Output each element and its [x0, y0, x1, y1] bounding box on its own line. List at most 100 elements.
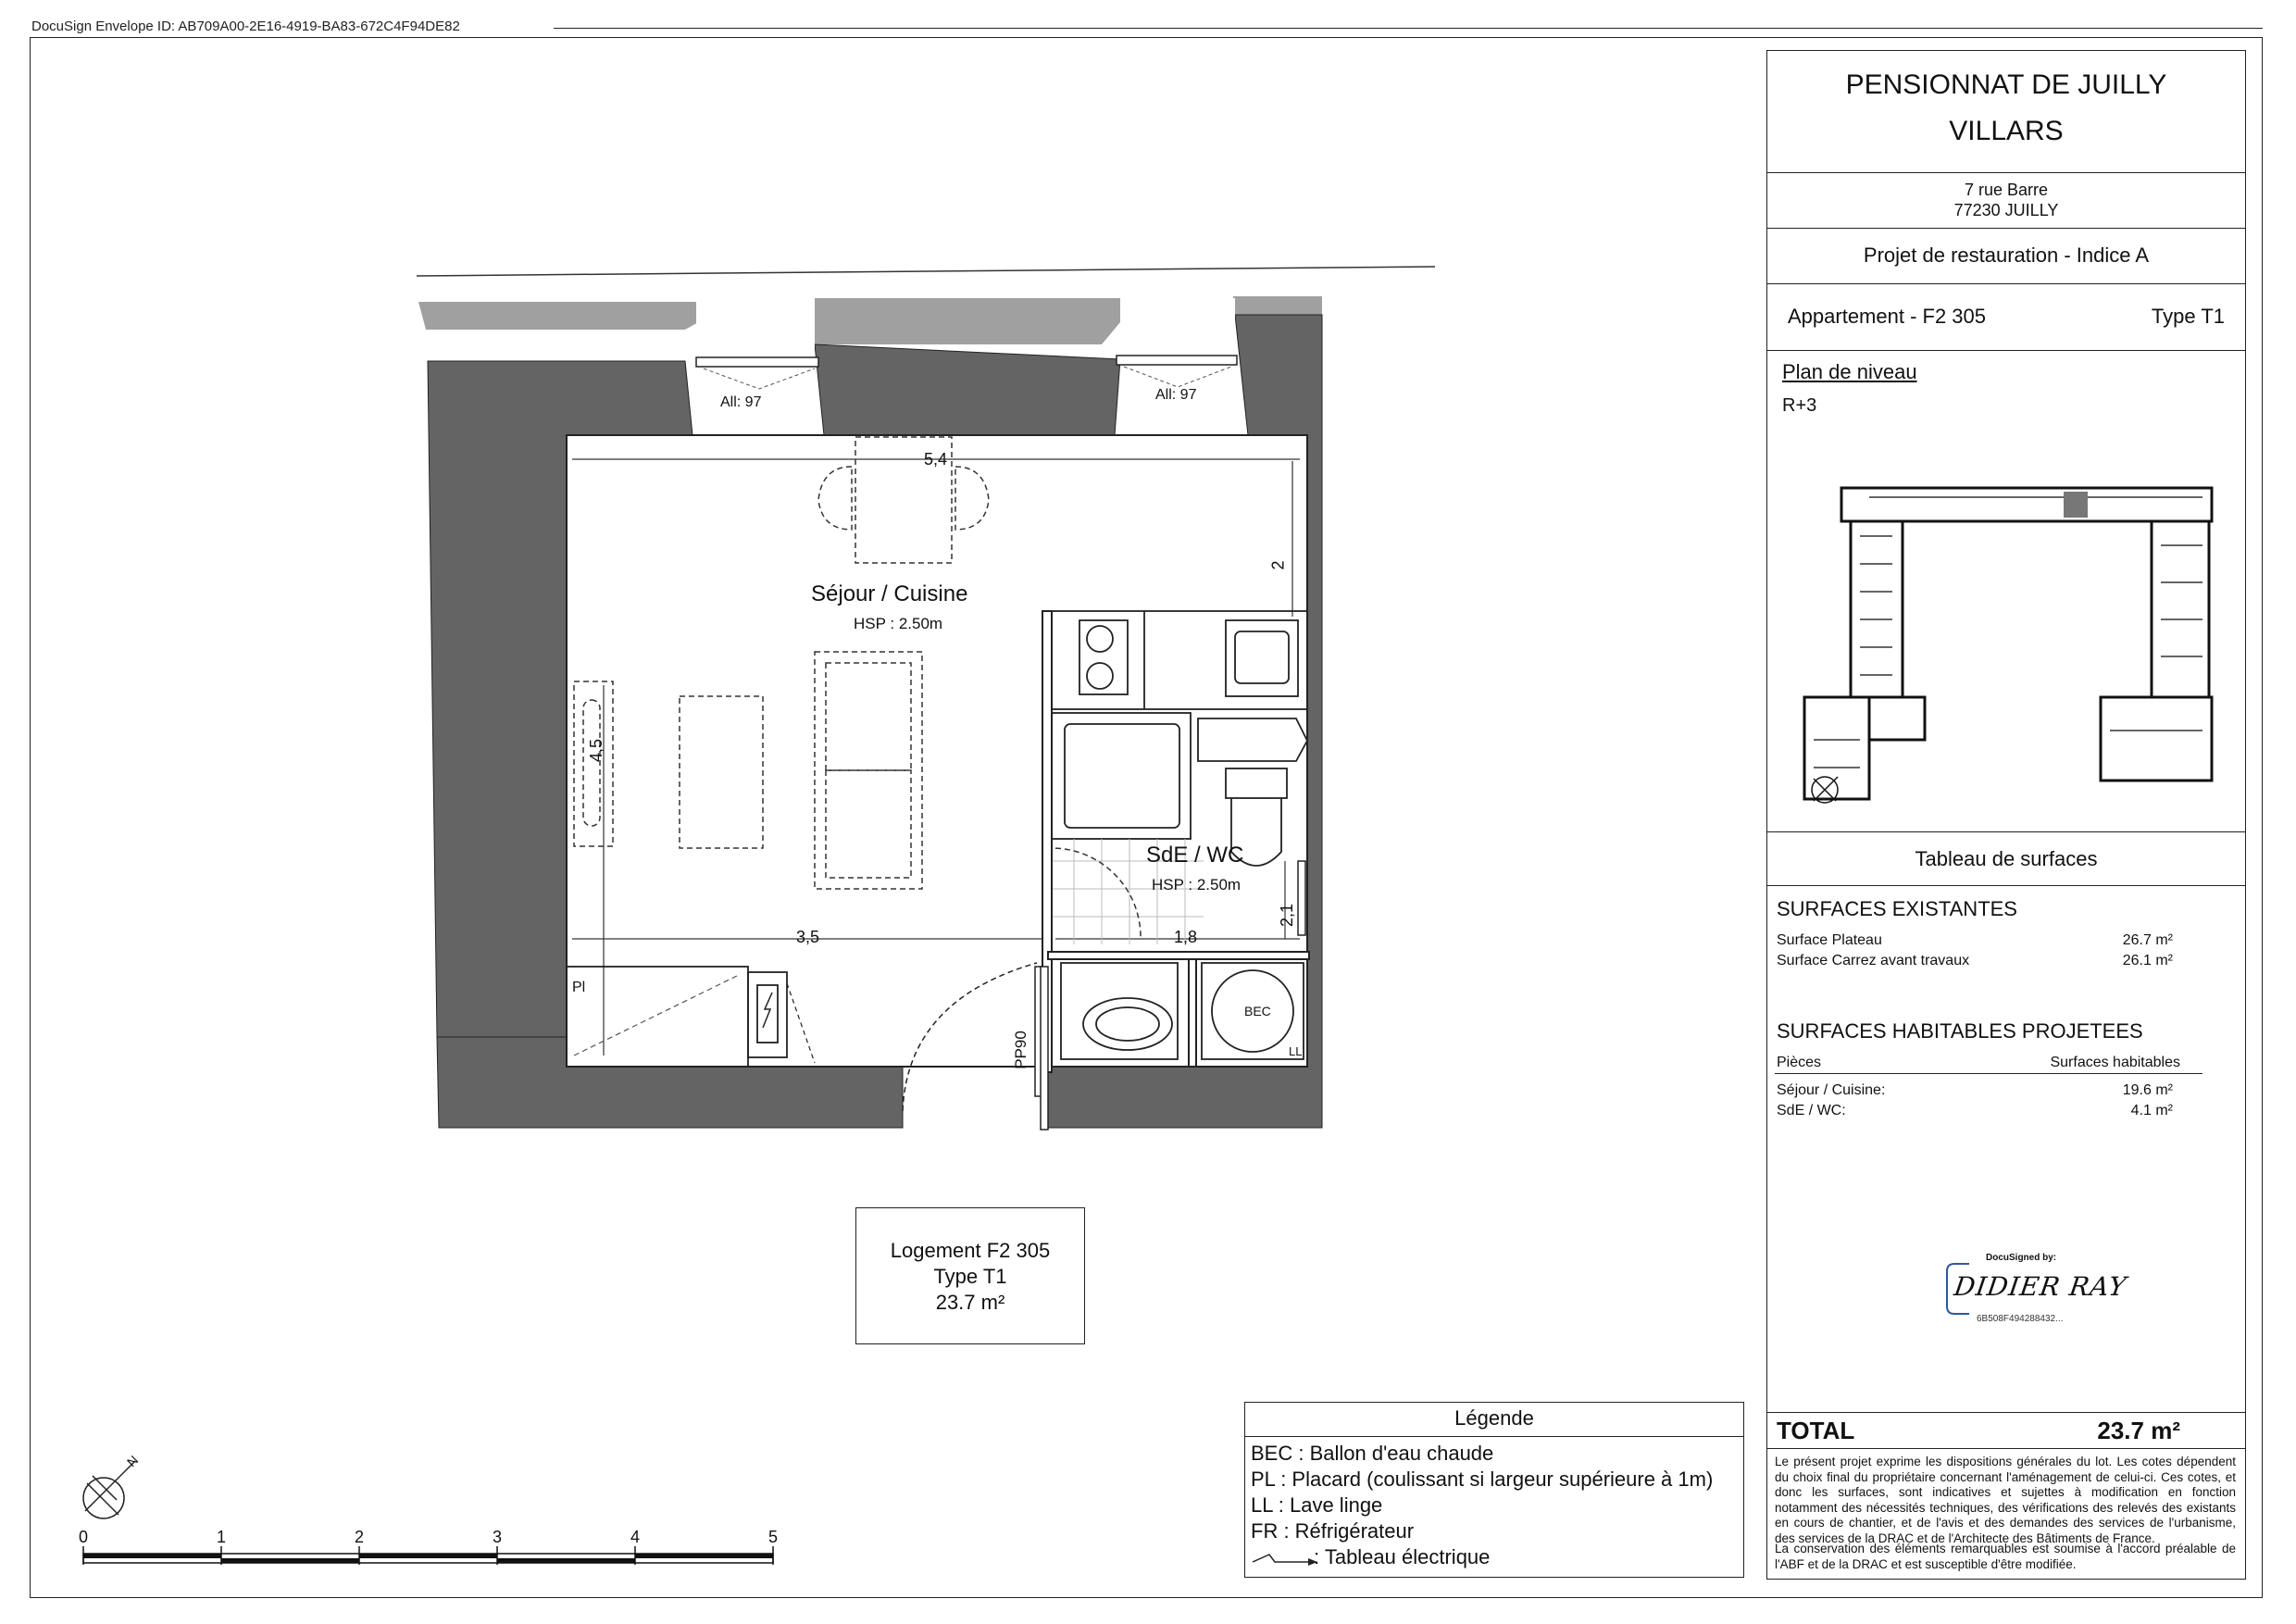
projected-row-value: 19.6 m²	[2122, 1082, 2173, 1098]
electrical-panel	[747, 971, 816, 1064]
entrance-door	[902, 962, 1049, 1131]
key-plan	[1803, 486, 2214, 804]
scale-tick-label: 4	[630, 1528, 641, 1546]
closet	[566, 966, 749, 1068]
room-sejour-hsp: HSP : 2.50m	[854, 615, 943, 632]
placard-label: Pl	[572, 980, 586, 995]
existing-row-value: 26.7 m²	[2122, 932, 2173, 948]
scale-tick-label: 2	[355, 1528, 365, 1546]
legend-item: LL : Lave linge	[1251, 1493, 1383, 1517]
surfaces-table-title: Tableau de surfaces	[1915, 847, 2098, 870]
water-heater	[1201, 962, 1304, 1060]
dimension-bottom-right: 1,8	[1174, 928, 1198, 946]
total-cell: TOTAL 23.7 m²	[1767, 1412, 2245, 1449]
top-border-line	[554, 28, 2263, 29]
title-block: PENSIONNAT DE JUILLY VILLARS 7 rue Barre…	[1766, 50, 2246, 1580]
total-value: 23.7 m²	[2097, 1417, 2180, 1444]
dimension-bottom-left: 3,5	[796, 928, 820, 946]
signature-header: DocuSigned by:	[1986, 1253, 2057, 1263]
sofa	[814, 651, 923, 890]
address-line1: 7 rue Barre	[1964, 181, 2049, 199]
partitions	[1042, 610, 1310, 1073]
unit-name: Logement F2 305	[890, 1239, 1051, 1262]
window-allege-right: All: 97	[1155, 387, 1197, 403]
dimension-lines	[572, 458, 1300, 1056]
coffee-table	[679, 695, 764, 849]
level-label: R+3	[1782, 395, 1817, 416]
existing-heading: SURFACES EXISTANTES	[1777, 897, 2017, 920]
project-title-line1: PENSIONNAT DE JUILLY	[1845, 69, 2167, 100]
key-plan-highlight	[2064, 492, 2088, 518]
room-sde-hsp: HSP : 2.50m	[1152, 876, 1242, 893]
apartment-ref: Appartement - F2 305	[1788, 305, 1987, 328]
scale-tick-label: 5	[768, 1528, 779, 1546]
legend-item: FR : Réfrigérateur	[1251, 1519, 1415, 1543]
table-divider	[1775, 1073, 2202, 1074]
room-sde-name: SdE / WC	[1146, 843, 1244, 868]
surfaces-table: SURFACES EXISTANTES Surface Plateau 26.7…	[1767, 886, 2245, 1412]
project-phase: Projet de restauration - Indice A	[1863, 244, 2150, 267]
projected-row-value: 4.1 m²	[2130, 1103, 2173, 1118]
scale-and-north: N 0 1 2 3 4 5	[74, 1444, 796, 1593]
window-right	[1116, 298, 1238, 388]
address-cell: 7 rue Barre 77230 JUILLY	[1767, 173, 2245, 229]
room-outline	[566, 434, 1308, 1068]
kitchen-counter	[1051, 610, 1308, 710]
level-plan-cell: Plan de niveau R+3	[1767, 351, 2245, 832]
door-width-label: PP90	[1011, 1031, 1029, 1069]
ll-label: LL	[1289, 1044, 1303, 1058]
signature-code: 6B508F494288432...	[1977, 1314, 2064, 1324]
total-label: TOTAL	[1777, 1417, 1855, 1444]
shower	[1051, 712, 1309, 840]
towel-radiator	[1297, 860, 1306, 936]
plan-title: Plan de niveau	[1782, 360, 1917, 383]
unit-type: Type T1	[933, 1265, 1007, 1288]
projected-heading: SURFACES HABITABLES PROJETEES	[1777, 1019, 2143, 1043]
unit-summary-box: Logement F2 305 Type T1 23.7 m²	[855, 1207, 1085, 1344]
toilet	[1225, 768, 1288, 867]
dimension-sde: 2,1	[1278, 903, 1297, 928]
window-left	[695, 298, 819, 390]
scale-tick-label: 3	[493, 1528, 503, 1546]
wash-basin	[1060, 962, 1179, 1060]
scale-bar	[82, 1546, 774, 1565]
signature-box	[1946, 1263, 1969, 1315]
unit-area: 23.7 m²	[935, 1291, 1005, 1314]
legend-item: PL : Placard (coulissant si largeur supé…	[1251, 1468, 1714, 1491]
existing-row-label: Surface Plateau	[1777, 932, 1882, 948]
dimension-right: 2	[1268, 560, 1288, 570]
projected-row-label: Séjour / Cuisine:	[1777, 1082, 1886, 1098]
col-surfaces-header: Surfaces habitables	[2050, 1055, 2180, 1070]
scale-tick-label: 0	[79, 1528, 89, 1546]
dimension-top: 5,4	[924, 450, 948, 468]
project-title-cell: PENSIONNAT DE JUILLY VILLARS	[1767, 51, 2245, 173]
surfaces-title-cell: Tableau de surfaces	[1767, 832, 2245, 886]
bathroom-tiles	[1052, 839, 1204, 944]
docusign-envelope-id: DocuSign Envelope ID: AB709A00-2E16-4919…	[31, 19, 460, 34]
signature: DIDIER RAY	[1952, 1271, 2129, 1302]
electrical-panel-symbol-icon	[1252, 1554, 1317, 1566]
dining-table	[817, 436, 990, 564]
bec-label: BEC	[1244, 1004, 1271, 1018]
dimension-left: 4,5	[587, 738, 606, 763]
north-arrow-icon	[82, 1460, 136, 1519]
col-rooms-header: Pièces	[1777, 1055, 1822, 1070]
floor-plan	[416, 266, 1436, 1131]
room-sejour-name: Séjour / Cuisine	[811, 581, 968, 606]
sheet-frame	[30, 37, 2263, 1598]
disclaimer-text: Le présent projet exprime les dispositio…	[1775, 1455, 2236, 1545]
apartment-type: Type T1	[2151, 305, 2225, 328]
scale-tick-label: 1	[217, 1528, 227, 1546]
legend-title: Légende	[1245, 1403, 1743, 1437]
existing-row-value: 26.1 m²	[2122, 953, 2173, 968]
tv-unit	[573, 681, 614, 847]
conservation-note: La conservation des éléments remarquable…	[1775, 1542, 2236, 1571]
legend-item: BEC : Ballon d'eau chaude	[1251, 1442, 1494, 1465]
apartment-cell: Appartement - F2 305 Type T1	[1767, 284, 2245, 351]
window-allege-left: All: 97	[720, 394, 762, 410]
sde-door-swing	[1051, 847, 1142, 938]
project-title-line2: VILLARS	[1949, 116, 2064, 146]
facade-line	[416, 266, 1436, 277]
projected-row-label: SdE / WC:	[1777, 1103, 1846, 1118]
legend-item: : Tableau électrique	[1314, 1545, 1491, 1568]
